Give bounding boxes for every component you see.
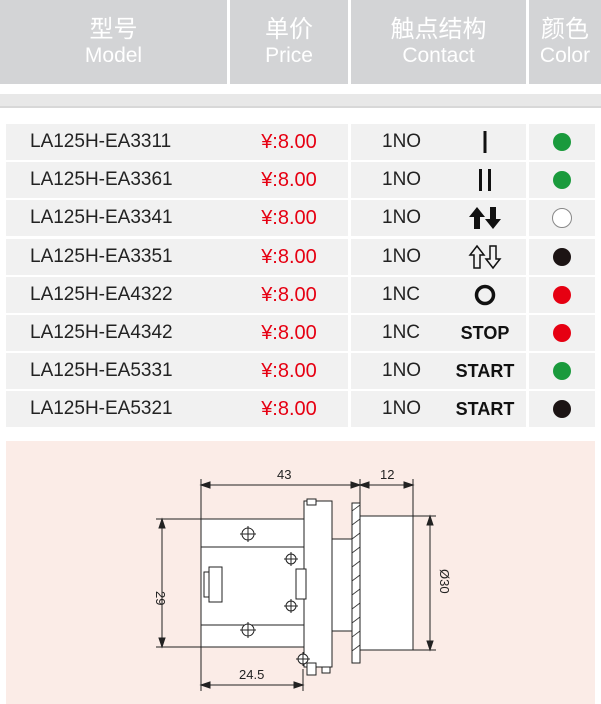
- color-cell: [529, 391, 595, 427]
- price-cell: ¥:8.00: [230, 239, 348, 275]
- outline-up-down-arrows-icon: [459, 239, 511, 275]
- contact-cell: 1NO: [351, 239, 526, 275]
- ring-icon: [459, 277, 511, 313]
- color-dot: [553, 362, 571, 380]
- dimension-drawing-panel: 43 12 29 Ø30 24.5: [6, 441, 595, 704]
- header-divider-line: [0, 106, 601, 108]
- color-cell: [529, 315, 595, 351]
- color-dot: [553, 400, 571, 418]
- single-bar-icon: [459, 124, 511, 160]
- contact-cell: 1NO: [351, 200, 526, 236]
- model-cell: LA125H-EA3341: [6, 200, 251, 236]
- dimension-lines: [156, 479, 436, 691]
- dim-29-label: 29: [153, 591, 168, 605]
- model-cell: LA125H-EA4322: [6, 277, 251, 313]
- header-contact-en: Contact: [402, 44, 475, 67]
- color-dot: [553, 286, 571, 304]
- price-cell: ¥:8.00: [230, 277, 348, 313]
- dim-12-label: 12: [380, 467, 394, 482]
- contact-cell: 1NO: [351, 353, 526, 389]
- drawing-body: [200, 498, 414, 676]
- model-cell: LA125H-EA3361: [6, 162, 251, 198]
- color-cell: [529, 353, 595, 389]
- model-cell: LA125H-EA4342: [6, 315, 251, 351]
- table-row: LA125H-EA3311¥:8.00 1NO: [0, 124, 601, 160]
- price-cell: ¥:8.00: [230, 353, 348, 389]
- contact-type: 1NO: [382, 131, 422, 152]
- table-row: LA125H-EA3351¥:8.00 1NO: [0, 239, 601, 275]
- dim-43-label: 43: [277, 467, 291, 482]
- color-cell: [529, 162, 595, 198]
- price-cell: ¥:8.00: [230, 315, 348, 351]
- price-cell: ¥:8.00: [230, 391, 348, 427]
- dim-30-label: Ø30: [437, 569, 452, 594]
- price-cell: ¥:8.00: [230, 200, 348, 236]
- contact-type: 1NO: [382, 398, 422, 419]
- header-contact: 触点结构 Contact: [351, 0, 526, 84]
- color-cell: [529, 200, 595, 236]
- contact-type: 1NO: [382, 207, 422, 228]
- double-bar-icon: [459, 162, 511, 198]
- header-price: 单价 Price: [230, 0, 348, 84]
- table-row: LA125H-EA3341¥:8.00 1NO: [0, 200, 601, 236]
- symbol-text: STOP: [460, 322, 510, 343]
- header-color-en: Color: [539, 44, 591, 67]
- header-divider-band: [0, 94, 601, 106]
- header-price-en: Price: [265, 44, 313, 67]
- color-cell: [529, 124, 595, 160]
- model-cell: LA125H-EA3311: [6, 124, 251, 160]
- color-dot: [553, 248, 571, 266]
- table-row: LA125H-EA5331¥:8.00 1NO START: [0, 353, 601, 389]
- model-cell: LA125H-EA5321: [6, 391, 251, 427]
- header-contact-cn: 触点结构: [390, 15, 487, 43]
- contact-cell: 1NO: [351, 391, 526, 427]
- dimension-drawing: 43 12 29 Ø30 24.5: [153, 467, 452, 691]
- model-cell: LA125H-EA3351: [6, 239, 251, 275]
- table-row: LA125H-EA4322¥:8.00 1NC: [0, 277, 601, 313]
- symbol-text: START: [455, 360, 515, 381]
- table-row: LA125H-EA4342¥:8.00 1NC STOP: [0, 315, 601, 351]
- color-cell: [529, 277, 595, 313]
- model-cell: LA125H-EA5331: [6, 353, 251, 389]
- up-down-arrows-icon: [459, 200, 511, 236]
- color-cell: [529, 239, 595, 275]
- contact-cell: 1NO: [351, 124, 526, 160]
- contact-type: 1NO: [382, 246, 422, 267]
- header-model-cn: 型号: [89, 15, 138, 43]
- price-cell: ¥:8.00: [230, 162, 348, 198]
- price-cell: ¥:8.00: [230, 124, 348, 160]
- table-row: LA125H-EA5321¥:8.00 1NO START: [0, 391, 601, 427]
- contact-cell: 1NC: [351, 315, 526, 351]
- color-dot: [553, 171, 571, 189]
- dim-24-5-label: 24.5: [239, 667, 264, 682]
- contact-cell: 1NC: [351, 277, 526, 313]
- contact-type: 1NO: [382, 169, 422, 190]
- symbol-text: START: [455, 398, 515, 419]
- color-dot: [552, 208, 572, 228]
- table-row: LA125H-EA3361¥:8.00 1NO: [0, 162, 601, 198]
- table-header: 型号 Model 单价 Price 触点结构 Contact 颜色 Color: [0, 0, 601, 84]
- header-color-cn: 颜色: [541, 15, 589, 43]
- color-dot: [553, 324, 571, 342]
- header-color: 颜色 Color: [529, 0, 601, 84]
- contact-type: 1NO: [382, 360, 422, 381]
- header-model: 型号 Model: [0, 0, 227, 84]
- color-dot: [553, 133, 571, 151]
- contact-type: 1NC: [382, 284, 421, 305]
- header-price-cn: 单价: [265, 15, 313, 43]
- contact-type: 1NC: [382, 322, 421, 343]
- contact-cell: 1NO: [351, 162, 526, 198]
- header-model-en: Model: [84, 44, 143, 67]
